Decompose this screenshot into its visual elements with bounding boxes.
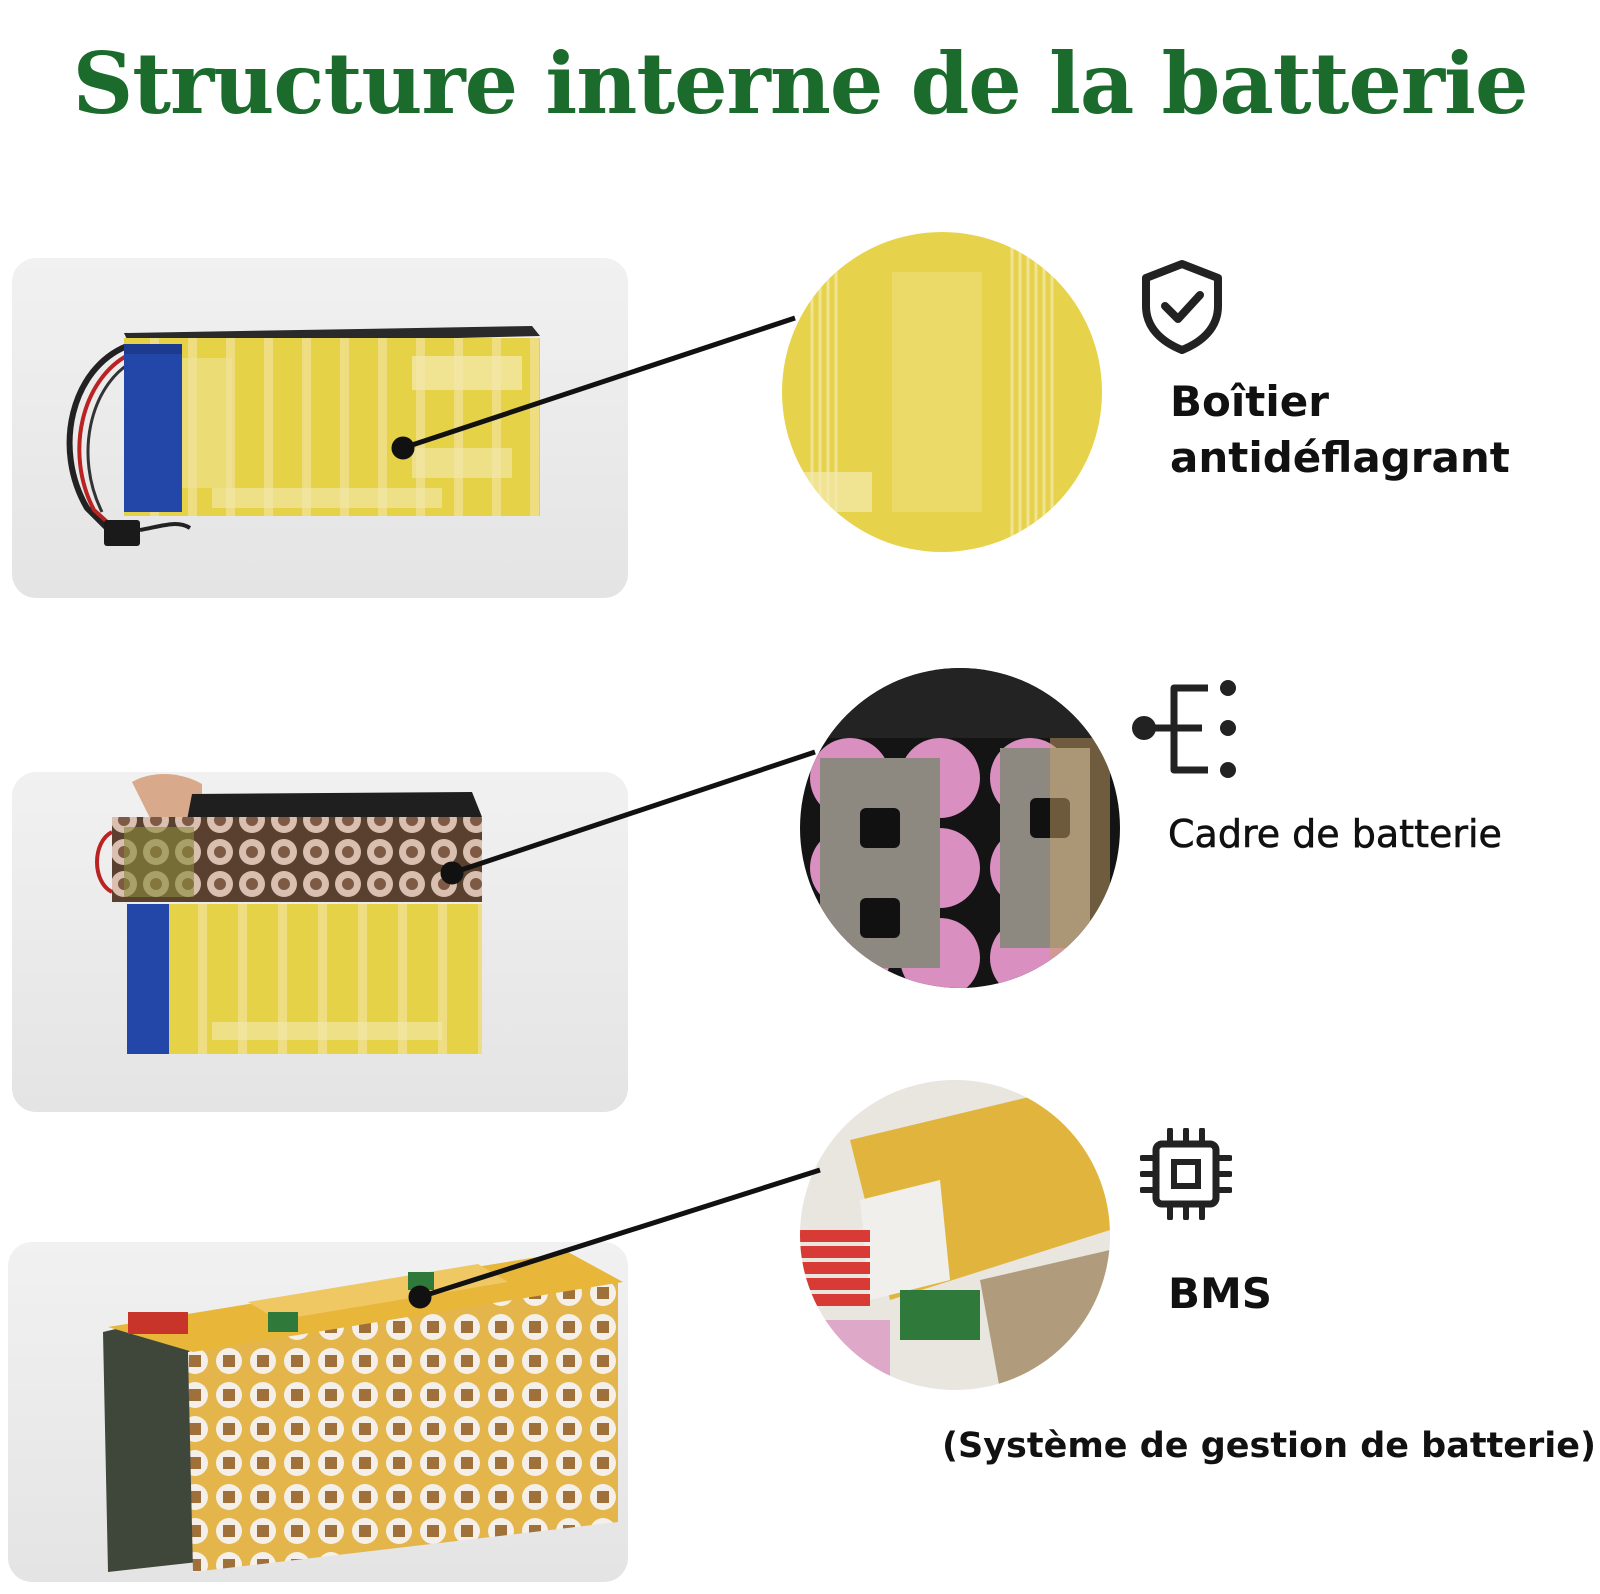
shield-check-icon bbox=[1138, 258, 1226, 354]
battery-frame-photo bbox=[12, 772, 628, 1112]
cell-frame-closeup bbox=[800, 668, 1120, 988]
page-title: Structure interne de la batterie bbox=[72, 34, 1529, 133]
feature-label-frame: Cadre de batterie bbox=[1168, 812, 1503, 857]
feature-label-bms: BMS bbox=[1168, 1269, 1273, 1318]
battery-frame-icon bbox=[1130, 680, 1240, 780]
feature-label-case-line2: antidéflagrant bbox=[1170, 433, 1510, 482]
case-tape-closeup bbox=[782, 232, 1102, 552]
chip-icon bbox=[1139, 1127, 1233, 1221]
bms-photo bbox=[8, 1242, 628, 1582]
battery-pack-photo bbox=[12, 258, 628, 598]
bms-closeup bbox=[800, 1080, 1110, 1390]
feature-label-case-line1: Boîtier bbox=[1170, 377, 1329, 426]
feature-sublabel-bms: (Système de gestion de batterie) bbox=[942, 1426, 1597, 1466]
